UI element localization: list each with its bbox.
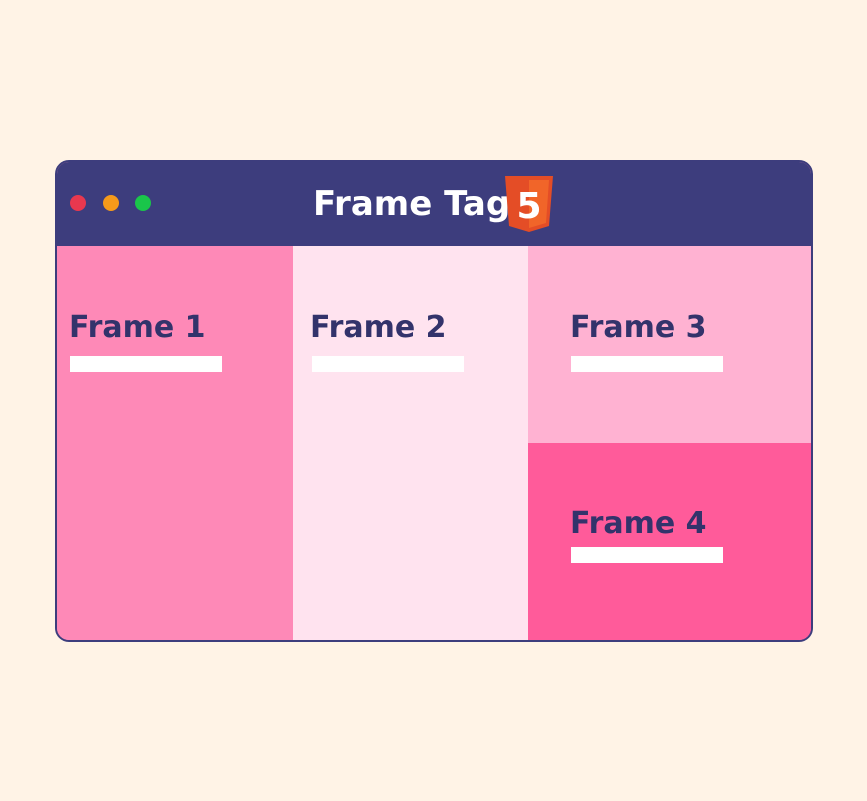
frame-4-panel: Frame 4 <box>528 443 811 640</box>
frame-4-text-placeholder-bar <box>571 547 723 563</box>
frame-4-label: Frame 4 <box>570 506 707 541</box>
frame-3-panel: Frame 3 <box>528 246 811 443</box>
frame-1-label: Frame 1 <box>69 310 206 345</box>
frame-3-text-placeholder-bar <box>571 356 723 372</box>
close-dot-icon[interactable] <box>70 195 86 211</box>
minimize-dot-icon[interactable] <box>103 195 119 211</box>
frame-2-text-placeholder-bar <box>312 356 464 372</box>
html5-logo-text: 5 <box>516 186 541 227</box>
html5-icon: 5 <box>505 176 553 232</box>
frame-3-label: Frame 3 <box>570 310 707 345</box>
maximize-dot-icon[interactable] <box>135 195 151 211</box>
window-title: Frame Tag <box>313 184 511 224</box>
frame-2-panel: Frame 2 <box>293 246 528 640</box>
frame-1-text-placeholder-bar <box>70 356 222 372</box>
browser-window: Frame Tag 5 Frame 1 Frame 2 Frame 3 Fram… <box>55 160 813 642</box>
frame-1-panel: Frame 1 <box>57 246 293 640</box>
title-bar: Frame Tag 5 <box>57 162 811 246</box>
frame-2-label: Frame 2 <box>310 310 447 345</box>
